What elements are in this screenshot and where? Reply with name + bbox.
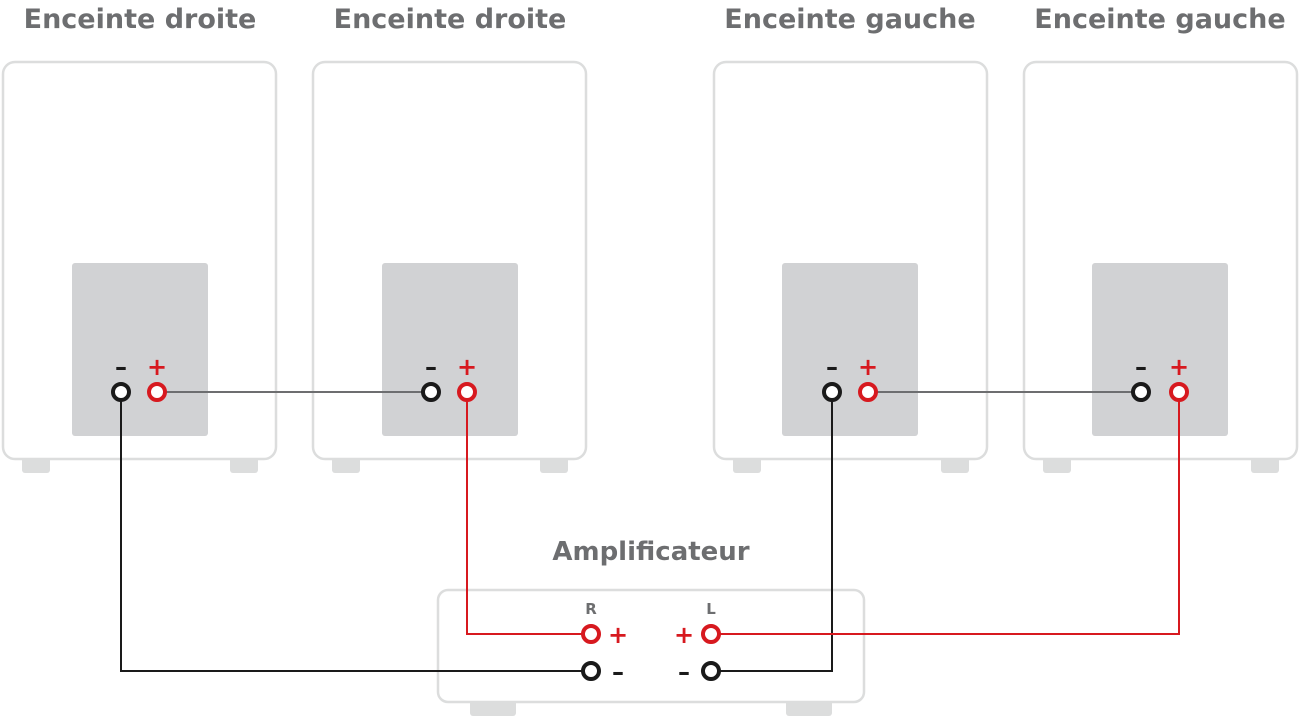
positive-wire-right-channel [466,392,591,635]
speaker-1-title: Enceinte droite [24,4,257,35]
amplifier-left-negative-terminal [701,661,721,681]
speaker-4-negative-terminal [1131,382,1151,402]
speaker-3-negative-terminal [822,382,842,402]
speaker-4-title: Enceinte gauche [1034,4,1285,35]
speaker-1-positive-terminal [147,382,167,402]
speaker-2 [311,60,588,473]
amplifier-left-plus-label: + [674,621,694,649]
speaker-1-terminal-panel [72,263,208,436]
speaker-1-negative-terminal [111,382,131,402]
negative-wire-right-channel [120,392,591,672]
speaker-3-terminal-panel [782,263,918,436]
speaker-2-minus-label: – [425,353,437,381]
speaker-4-terminal-panel [1092,263,1228,436]
amplifier-right-negative-terminal [581,661,601,681]
amplifier-title: Amplificateur [552,537,749,567]
speaker-4-minus-label: – [1135,353,1147,381]
speaker-2-positive-terminal [457,382,477,402]
amplifier-chassis [436,588,866,704]
amplifier [436,588,866,716]
amplifier-right-minus-label: – [612,658,624,686]
speaker-1-plus-label: + [147,353,167,381]
speaker-1-minus-label: – [115,353,127,381]
speaker-1 [1,60,278,473]
speaker-3-plus-label: + [858,353,878,381]
speaker-4-plus-label: + [1169,353,1189,381]
negative-wire-left-channel [711,392,833,672]
speaker-4 [1022,60,1299,473]
speaker-2-terminal-panel [382,263,518,436]
speaker-2-title: Enceinte droite [334,4,567,35]
amplifier-right-positive-terminal [581,624,601,644]
speaker-3-minus-label: – [826,353,838,381]
amplifier-channel-right-label: R [585,600,597,618]
amplifier-left-minus-label: – [678,658,690,686]
speaker-2-negative-terminal [421,382,441,402]
speaker-3-positive-terminal [858,382,878,402]
positive-wire-left-channel [711,392,1180,635]
amplifier-right-plus-label: + [608,621,628,649]
speaker-4-positive-terminal [1169,382,1189,402]
amplifier-channel-left-label: L [706,600,716,618]
amplifier-left-positive-terminal [701,624,721,644]
speaker-3 [712,60,989,473]
speaker-2-plus-label: + [457,353,477,381]
speaker-3-title: Enceinte gauche [724,4,975,35]
